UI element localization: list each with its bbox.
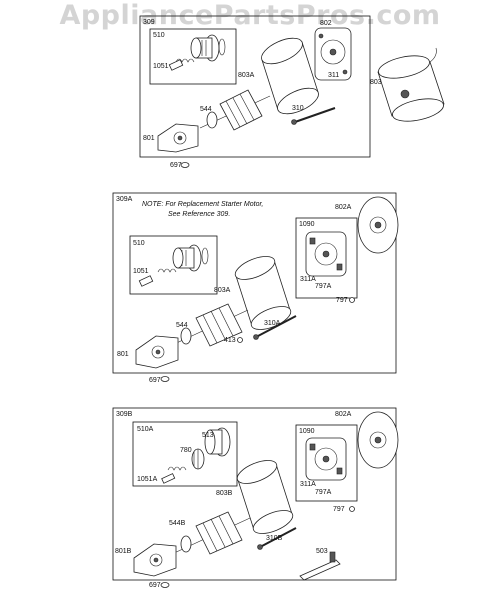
section-309a: 309A NOTE: For Replacement Starter Motor… (112, 192, 399, 384)
gear-780-part (191, 448, 205, 470)
subgroup-510a-frame (132, 421, 238, 487)
drive-gear-513-part (204, 427, 231, 457)
washer-697-part (180, 162, 190, 168)
watermark-text: AppliancePartsPros.com (59, 0, 441, 31)
label-1090: 1090 (299, 221, 315, 228)
pin-1051a-part (161, 473, 176, 484)
subgroup-510-frame (129, 235, 218, 295)
label-1051: 1051 (133, 268, 149, 275)
section-code: 309 (143, 19, 155, 26)
label-803a: 803A (214, 287, 231, 294)
end-plate-801-part (135, 335, 179, 369)
section-code: 309A (116, 196, 133, 203)
end-cap-802a-part (357, 411, 399, 469)
pin-1051-part (138, 275, 154, 287)
label-310: 310 (292, 105, 304, 112)
label-697: 697 (149, 582, 161, 589)
housing-803a-part (261, 37, 319, 115)
drive-gear-part (190, 34, 226, 62)
bolt-310-part (291, 107, 336, 125)
section-code: 309B (116, 411, 133, 418)
housing-803b-part (236, 460, 294, 534)
label-780: 780 (180, 447, 192, 454)
washer-797-part (349, 506, 355, 512)
label-311: 311 (328, 72, 339, 79)
label-797a: 797A (315, 489, 332, 496)
label-697: 697 (170, 162, 182, 169)
note-line-2: See Reference 309. (168, 211, 230, 218)
label-311a: 311A (300, 276, 316, 283)
bolt-310a-part (253, 315, 297, 340)
section-309b-frame (112, 407, 397, 581)
end-cap-802-part (314, 27, 352, 81)
brush-holder-311a-part (305, 437, 347, 481)
housing-803a-part (234, 256, 292, 330)
brush-holder-311a-part (305, 231, 347, 277)
label-510a: 510A (137, 426, 154, 433)
section-309: 309 510 1051 803A (139, 15, 371, 169)
subgroup-1090-frame (295, 424, 358, 502)
label-310b: 310B (266, 535, 283, 542)
pin-1051-part (168, 59, 184, 71)
end-plate-801-part (157, 123, 199, 153)
label-802a: 802A (335, 411, 352, 418)
washer-697-part (160, 582, 170, 588)
label-544: 544 (176, 322, 188, 329)
label-801: 801 (143, 135, 155, 142)
drive-gear-part (172, 244, 209, 272)
label-413: 413 (224, 337, 236, 344)
starter-motor-803-part (377, 47, 445, 122)
label-697: 697 (149, 377, 161, 384)
label-803a: 803A (238, 72, 255, 79)
label-797: 797 (336, 297, 348, 304)
label-544b: 544B (169, 520, 186, 527)
spring-part (175, 58, 195, 63)
armature-544b-part (171, 511, 251, 555)
label-1090: 1090 (299, 428, 315, 435)
label-311a: 311A (300, 481, 316, 488)
section-309b: 309B 510A 513 780 1051A 803B 1090 (112, 407, 399, 589)
end-cap-802a-part (357, 196, 399, 254)
label-310a: 310A (264, 320, 281, 327)
label-510: 510 (153, 32, 165, 39)
label-503: 503 (316, 548, 328, 555)
section-309-frame (139, 15, 371, 158)
subgroup-510-frame (149, 28, 237, 85)
label-802: 802 (320, 20, 332, 27)
label-513: 513 (202, 432, 214, 439)
nut-413-part (237, 337, 243, 343)
label-510: 510 (133, 240, 145, 247)
label-797a: 797A (315, 283, 332, 290)
bolt-310b-part (257, 527, 297, 550)
note-line-1: NOTE: For Replacement Starter Motor, (142, 201, 263, 208)
armature-544-part (199, 89, 271, 131)
spring-part (167, 466, 187, 471)
subgroup-1090-frame (295, 217, 358, 299)
armature-544-part (169, 303, 249, 347)
label-803: 803 (370, 79, 382, 86)
washer-797-part (349, 297, 355, 303)
label-801b: 801B (115, 548, 132, 555)
spring-part (157, 268, 177, 273)
label-797: 797 (333, 506, 345, 513)
label-803b: 803B (216, 490, 233, 497)
section-309a-frame (112, 192, 397, 374)
label-544: 544 (200, 106, 212, 113)
label-802a: 802A (335, 204, 352, 211)
label-801: 801 (117, 351, 129, 358)
label-1051: 1051 (153, 63, 169, 70)
washer-697-part (160, 376, 170, 382)
end-plate-801b-part (133, 543, 177, 577)
bracket-503-part (299, 551, 341, 581)
label-1051a: 1051A (137, 476, 158, 483)
